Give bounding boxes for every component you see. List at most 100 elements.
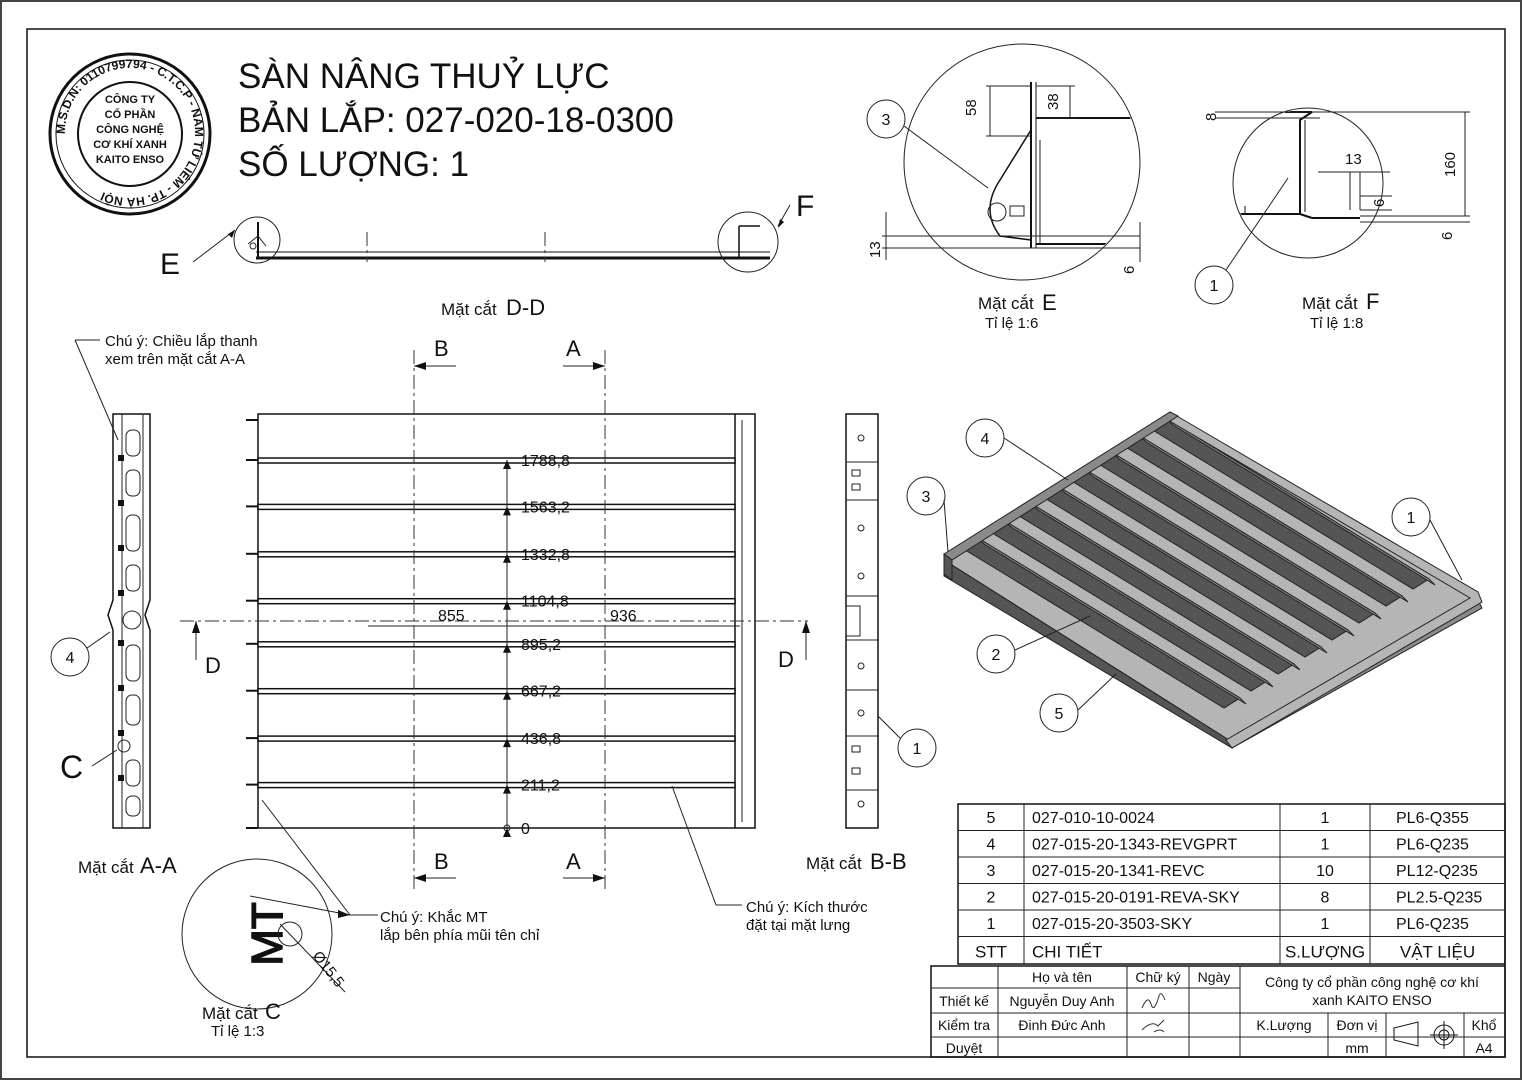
stamp-line-2: CỔ PHẦN bbox=[105, 108, 156, 121]
note-aa-line-1: Chú ý: Chiều lắp thanh bbox=[105, 333, 258, 350]
stamp-line-1: CÔNG TY bbox=[105, 93, 156, 106]
dim-e-58: 58 bbox=[963, 99, 980, 116]
bom-header: CHI TIẾT bbox=[1032, 943, 1103, 962]
plan-bar bbox=[257, 597, 736, 605]
tb-company-2: xanh KAITO ENSO bbox=[1312, 992, 1432, 1008]
detail-f-scale: Tỉ lệ 1:8 bbox=[1310, 315, 1363, 332]
iso-beam-flange bbox=[977, 537, 1247, 705]
plan-bar bbox=[257, 735, 736, 742]
dim-f-6a: 6 bbox=[1371, 199, 1388, 207]
plan-dim-arrow bbox=[503, 600, 511, 610]
dim-f-13: 13 bbox=[1345, 151, 1362, 168]
iso-beam-flange bbox=[1166, 418, 1436, 586]
cut-b-top: B bbox=[434, 336, 449, 361]
balloon-aa-4 bbox=[50, 637, 90, 677]
bom-header: S.LƯỢNG bbox=[1285, 943, 1365, 962]
plan-bar bbox=[257, 551, 736, 558]
iso-rail bbox=[1167, 411, 1483, 749]
section-aa-label: A-A bbox=[140, 853, 177, 878]
detail-e-scale: Tỉ lệ 1:6 bbox=[985, 315, 1038, 332]
detail-e-view: 58 38 13 6 3 Mặt cắt E Tỉ lệ 1:6 bbox=[866, 43, 1141, 332]
balloon-e-3 bbox=[866, 99, 906, 139]
tb-role-2: Kiểm tra bbox=[938, 1017, 990, 1033]
section-bb-prefix: Mặt cắt bbox=[806, 854, 862, 873]
plan-view: 1788,81563,21332,81104,8895,2667,2436,82… bbox=[180, 336, 868, 944]
plan-dim-label: 667,2 bbox=[521, 684, 561, 701]
bom-header: STT bbox=[975, 943, 1007, 962]
tb-role-1: Thiết kế bbox=[939, 993, 989, 1009]
section-dd-prefix: Mặt cắt bbox=[441, 300, 497, 319]
plan-dim-label: 1332,8 bbox=[521, 547, 570, 564]
svg-text:5: 5 bbox=[1055, 706, 1064, 723]
note-dim-line-1: Chú ý: Kích thước bbox=[746, 899, 868, 916]
bom-cell: 10 bbox=[1316, 863, 1334, 880]
note-mt-line-2: lắp bên phía mũi tên chỉ bbox=[380, 927, 540, 944]
svg-text:4: 4 bbox=[981, 431, 990, 448]
dim-e-6: 6 bbox=[1121, 266, 1138, 274]
tb-col-sign: Chữ ký bbox=[1135, 969, 1180, 985]
dim-f-160: 160 bbox=[1442, 152, 1459, 177]
bom-cell: PL12-Q235 bbox=[1396, 863, 1478, 880]
tb-name-2: Đinh Đức Anh bbox=[1018, 1017, 1105, 1033]
bom-header: VẬT LIỆU bbox=[1400, 943, 1475, 962]
plan-dim-label: 211,2 bbox=[521, 778, 560, 795]
marker-c: C bbox=[60, 749, 83, 785]
bom-cell: 1 bbox=[1321, 810, 1330, 827]
title-line-2: BẢN LẮP: 027-020-18-0300 bbox=[238, 100, 674, 140]
svg-text:1: 1 bbox=[1210, 278, 1219, 295]
tb-size-label: Khổ bbox=[1472, 1017, 1497, 1033]
svg-text:2: 2 bbox=[992, 647, 1001, 664]
plan-dim-arrow bbox=[503, 643, 511, 653]
plan-bar bbox=[257, 781, 736, 789]
tb-company-1: Công ty cổ phần công nghệ cơ khí bbox=[1265, 974, 1479, 990]
svg-text:3: 3 bbox=[882, 112, 891, 129]
bom-cell: PL2.5-Q235 bbox=[1396, 890, 1482, 907]
plan-dim-label: 895,2 bbox=[521, 637, 561, 654]
balloon-bb-1 bbox=[897, 728, 937, 768]
svg-text:1: 1 bbox=[913, 741, 922, 758]
detail-f-view: 8 13 160 6 6 1 Mặt cắt F Tỉ lệ 1:8 bbox=[1194, 107, 1470, 332]
bom-cell: 8 bbox=[1321, 890, 1330, 907]
section-dd-view: E F Mặt cắt D-D bbox=[160, 190, 814, 320]
detail-c-label: C bbox=[265, 999, 281, 1024]
note-mt-line-1: Chú ý: Khắc MT bbox=[380, 909, 488, 926]
projection-symbol-icon bbox=[1393, 1021, 1458, 1049]
detail-c-prefix: Mặt cắt bbox=[202, 1004, 258, 1023]
section-aa-view: Chú ý: Chiều lắp thanh xem trên mặt cắt … bbox=[50, 333, 258, 878]
plan-dim-arrow bbox=[503, 460, 511, 469]
signature-1 bbox=[1141, 993, 1166, 1009]
bom-cell: 4 bbox=[987, 837, 996, 854]
dim-e-38: 38 bbox=[1045, 93, 1062, 110]
dim-f-8: 8 bbox=[1203, 113, 1220, 121]
marker-f: F bbox=[796, 190, 814, 223]
bom-cell: 2 bbox=[987, 890, 996, 907]
drawing-border bbox=[26, 28, 1506, 1058]
bom-cell: PL6-Q355 bbox=[1396, 810, 1469, 827]
bom-cell: 027-015-20-1341-REVC bbox=[1032, 863, 1205, 880]
bom-cell: PL6-Q235 bbox=[1396, 837, 1469, 854]
cut-a-top: A bbox=[566, 336, 581, 361]
note-dim-line-2: đặt tại mặt lưng bbox=[746, 917, 850, 934]
iso-beam-flange bbox=[1139, 435, 1409, 603]
plan-bar bbox=[257, 503, 736, 511]
svg-text:1: 1 bbox=[1407, 510, 1416, 527]
detail-f-label: F bbox=[1366, 289, 1379, 314]
svg-text:3: 3 bbox=[922, 489, 931, 506]
cut-d-left: D bbox=[205, 653, 221, 678]
plan-dim-arrow bbox=[503, 506, 511, 516]
iso-beam-flange bbox=[1085, 469, 1355, 637]
title-line-3: SỐ LƯỢNG: 1 bbox=[238, 144, 469, 184]
stamp-line-4: CƠ KHÍ XANH bbox=[93, 138, 167, 151]
detail-c-scale: Tỉ lệ 1:3 bbox=[211, 1023, 264, 1040]
cut-d-right: D bbox=[778, 647, 794, 672]
iso-beam-flange bbox=[1004, 520, 1274, 688]
section-aa-prefix: Mặt cắt bbox=[78, 858, 134, 877]
bom-cell: 5 bbox=[987, 810, 996, 827]
bom-cell: 027-015-20-1343-REVGPRT bbox=[1032, 837, 1237, 854]
tb-role-3: Duyệt bbox=[946, 1040, 983, 1056]
engrave-mt: MT bbox=[243, 902, 292, 966]
bom-cell: 1 bbox=[987, 916, 996, 933]
bom-cell: 1 bbox=[1321, 916, 1330, 933]
plan-bar bbox=[257, 457, 736, 464]
